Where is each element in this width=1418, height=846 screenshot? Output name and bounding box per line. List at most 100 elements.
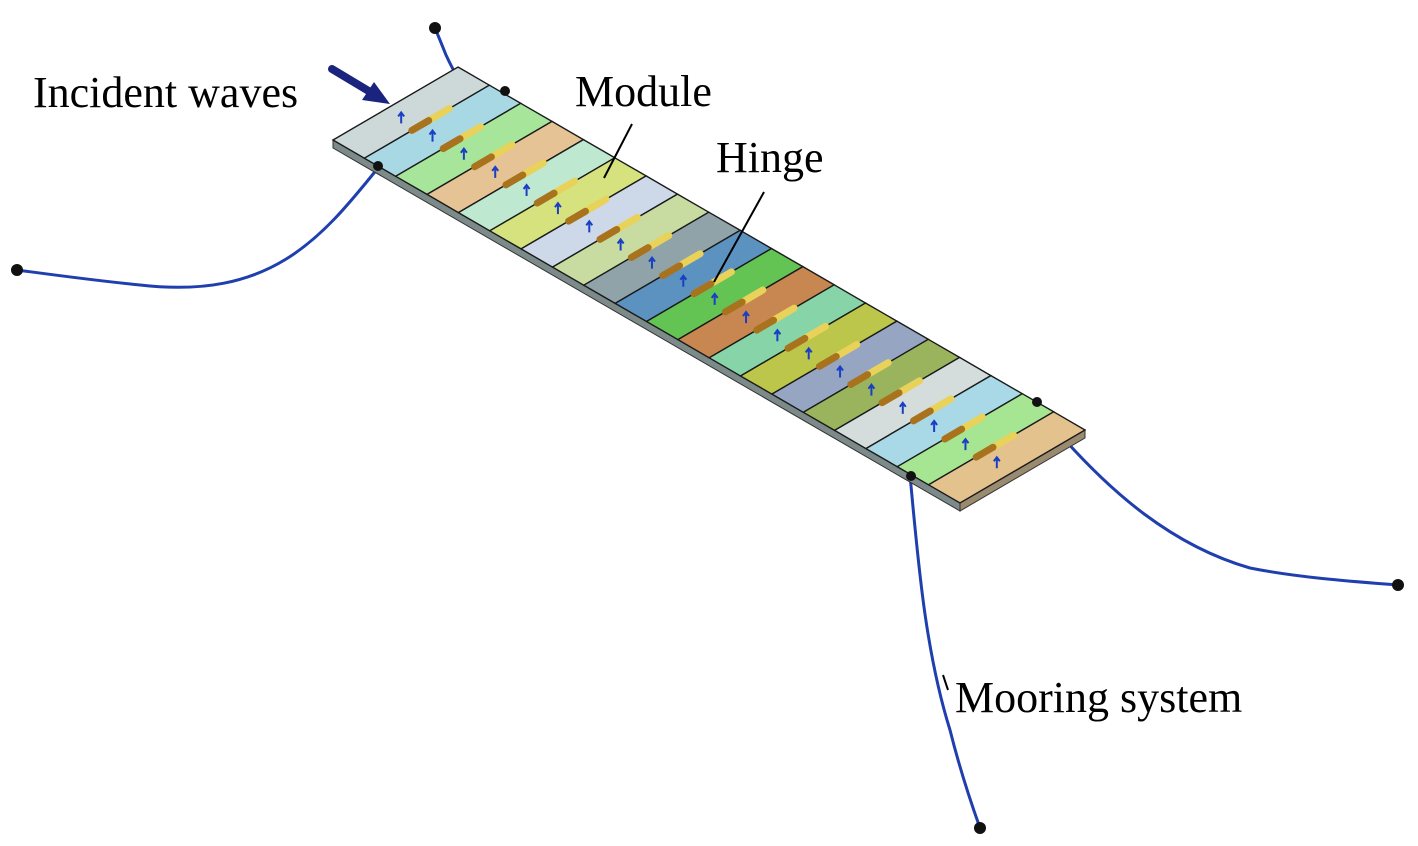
anchor-west bbox=[11, 264, 23, 276]
up-arrow-icon bbox=[930, 419, 938, 432]
hinge-cylinder bbox=[456, 123, 485, 143]
platform-hinges bbox=[408, 105, 1018, 461]
hinge-pin bbox=[909, 407, 934, 425]
hinge-cylinder bbox=[425, 105, 453, 125]
hinge-pin bbox=[471, 153, 495, 171]
hinge-4 bbox=[502, 159, 547, 189]
hinge-pin bbox=[502, 171, 527, 189]
up-arrow-icon bbox=[428, 128, 437, 142]
heave-indicators bbox=[397, 110, 1001, 469]
up-arrow-icon bbox=[522, 183, 531, 197]
platform-modules bbox=[331, 66, 1087, 504]
hinge-pin bbox=[439, 135, 464, 153]
fairleads bbox=[373, 86, 1042, 481]
hinge-pin bbox=[815, 353, 840, 370]
mooring-line-east bbox=[1063, 438, 1400, 587]
hinge-pin bbox=[721, 298, 746, 316]
hinge-6 bbox=[565, 195, 610, 225]
hinge-5 bbox=[533, 177, 579, 207]
hinge-pin bbox=[533, 189, 558, 207]
module-label: Module bbox=[575, 67, 712, 116]
hinge-pin bbox=[847, 371, 872, 389]
hinge-leader-line bbox=[713, 191, 765, 283]
hinge-11 bbox=[721, 286, 767, 316]
mooring-line-south bbox=[908, 473, 982, 830]
hinge-1 bbox=[408, 105, 453, 134]
fairlead-east bbox=[1032, 397, 1042, 407]
hinge-7 bbox=[596, 213, 641, 243]
hinge-2 bbox=[439, 123, 485, 153]
fairlead-west bbox=[373, 161, 383, 171]
hinge-12 bbox=[753, 304, 798, 334]
hinge-cylinder bbox=[864, 359, 892, 379]
hinge-cylinder bbox=[958, 413, 986, 433]
mooring-system-label: Mooring system bbox=[955, 673, 1242, 722]
up-arrow-icon bbox=[742, 310, 750, 324]
up-arrow-icon bbox=[898, 401, 907, 414]
fairlead-south bbox=[906, 471, 916, 481]
up-arrow-icon bbox=[961, 437, 970, 451]
hinge-8 bbox=[627, 232, 673, 261]
module-leader-line bbox=[603, 123, 633, 179]
up-arrow-icon bbox=[993, 455, 1001, 469]
up-arrow-icon bbox=[867, 382, 876, 396]
anchor-east bbox=[1392, 579, 1404, 591]
up-arrow-icon bbox=[554, 201, 562, 215]
hinge-cylinder bbox=[895, 377, 924, 397]
module-20 bbox=[927, 410, 1087, 504]
hinge-cylinder bbox=[550, 177, 579, 197]
wave-direction-arrow-icon bbox=[328, 65, 390, 104]
hinge-17 bbox=[909, 395, 955, 425]
hinge-pin bbox=[941, 425, 966, 443]
hinge-15 bbox=[847, 359, 892, 389]
hinge-18 bbox=[941, 413, 986, 443]
hinge-cylinder bbox=[770, 304, 798, 324]
hinge-pin bbox=[627, 244, 652, 261]
up-arrow-icon bbox=[773, 328, 782, 342]
mooring-line-west bbox=[15, 166, 380, 289]
hinge-cylinder bbox=[676, 250, 704, 270]
hinge-3 bbox=[471, 141, 516, 171]
up-arrow-icon bbox=[585, 219, 594, 233]
hinge-pin bbox=[690, 280, 715, 298]
mooring-leader-line bbox=[942, 674, 949, 691]
up-arrow-icon bbox=[616, 237, 625, 251]
mooring-system bbox=[11, 22, 1404, 834]
hinge-label: Hinge bbox=[716, 133, 824, 182]
hinge-cylinder bbox=[581, 195, 610, 215]
hinge-pin bbox=[753, 316, 778, 334]
hinge-pin bbox=[408, 117, 433, 134]
hinge-13 bbox=[784, 322, 830, 352]
hinge-cylinder bbox=[832, 340, 861, 361]
fairlead-north bbox=[500, 86, 510, 96]
up-arrow-icon bbox=[397, 110, 405, 124]
hinge-cylinder bbox=[644, 232, 673, 252]
hinge-pin bbox=[972, 443, 997, 461]
hinge-pin bbox=[784, 334, 809, 352]
hinge-pin bbox=[565, 207, 589, 225]
hinge-cylinder bbox=[989, 431, 1018, 451]
up-arrow-icon bbox=[648, 255, 656, 269]
hinge-cylinder bbox=[801, 322, 830, 342]
hinge-pin bbox=[659, 262, 684, 280]
incident-waves-label: Incident waves bbox=[33, 68, 298, 117]
hinge-cylinder bbox=[926, 395, 955, 415]
up-arrow-icon bbox=[804, 346, 813, 360]
up-arrow-icon bbox=[460, 147, 468, 160]
hinge-cylinder bbox=[738, 286, 767, 306]
hinge-14 bbox=[815, 340, 861, 370]
hinge-pin bbox=[878, 389, 903, 407]
hinge-cylinder bbox=[613, 213, 641, 233]
hinge-pin bbox=[596, 225, 621, 243]
up-arrow-icon bbox=[491, 165, 500, 178]
up-arrow-icon bbox=[836, 364, 844, 378]
up-arrow-icon bbox=[710, 292, 719, 305]
up-arrow-icon bbox=[679, 274, 688, 287]
hinge-9 bbox=[659, 250, 704, 280]
hinge-16 bbox=[878, 377, 924, 407]
anchor-north bbox=[429, 22, 441, 34]
anchor-south bbox=[974, 822, 986, 834]
hinge-19 bbox=[972, 431, 1018, 461]
hinge-cylinder bbox=[519, 159, 547, 179]
